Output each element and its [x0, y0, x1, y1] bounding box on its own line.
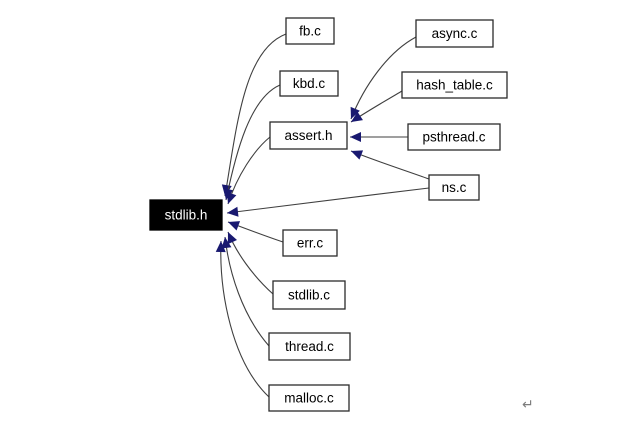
edge-assert-h-to-stdlib-h [227, 136, 271, 205]
arrowhead-icon-async-c-to-assert-h [350, 106, 360, 119]
arrowhead-icon-malloc-c-to-stdlib-h [215, 241, 226, 253]
node-label-async-c: async.c [432, 26, 478, 41]
node-box-hash_table-c[interactable] [401, 71, 508, 99]
node-label-psthread-c: psthread.c [422, 130, 485, 145]
node-async-c[interactable]: async.c [415, 19, 494, 48]
node-label-ns-c: ns.c [442, 180, 467, 195]
edge-ns-c-to-stdlib-h [226, 187, 430, 214]
node-fb-c[interactable]: fb.c [285, 17, 335, 45]
node-label-assert-h: assert.h [284, 128, 332, 143]
node-assert-h[interactable]: assert.h [269, 121, 348, 150]
node-stdlib-c[interactable]: stdlib.c [272, 280, 346, 310]
node-box-malloc-c[interactable] [268, 384, 350, 412]
arrowhead-icon-assert-h-to-stdlib-h [226, 191, 237, 204]
node-box-kbd-c[interactable] [279, 70, 339, 97]
node-thread-c[interactable]: thread.c [268, 332, 351, 361]
node-box-ns-c[interactable] [428, 174, 480, 201]
return-mark-glyph: ↵ [522, 397, 534, 413]
node-label-hash_table-c: hash_table.c [416, 78, 493, 93]
node-box-err-c[interactable] [282, 229, 338, 257]
node-kbd-c[interactable]: kbd.c [279, 70, 339, 97]
node-label-err-c: err.c [297, 236, 324, 251]
arrowhead-icon-thread-c-to-stdlib-h [221, 237, 232, 249]
node-malloc-c[interactable]: malloc.c [268, 384, 350, 412]
arrowhead-icon-psthread-c-to-assert-h [350, 132, 361, 142]
node-label-malloc-c: malloc.c [284, 391, 334, 406]
edge-ns-c-to-assert-h [350, 150, 430, 180]
edge-stdlib-c-to-stdlib-h [227, 231, 274, 295]
node-box-psthread-c[interactable] [407, 123, 501, 151]
node-label-kbd-c: kbd.c [293, 76, 326, 91]
node-err-c[interactable]: err.c [282, 229, 338, 257]
arrowhead-icon-ns-c-to-stdlib-h [227, 206, 239, 217]
node-box-stdlib-c[interactable] [272, 280, 346, 310]
node-ns-c[interactable]: ns.c [428, 174, 480, 201]
node-box-fb-c[interactable] [285, 17, 335, 45]
node-box-stdlib-h [149, 199, 223, 231]
node-hash_table-c[interactable]: hash_table.c [401, 71, 508, 99]
node-box-assert-h[interactable] [269, 121, 348, 150]
node-label-fb-c: fb.c [299, 24, 321, 39]
node-label-thread-c: thread.c [285, 339, 334, 354]
node-box-async-c[interactable] [415, 19, 494, 48]
edge-fb-c-to-stdlib-h [224, 33, 287, 197]
edge-kbd-c-to-stdlib-h [225, 84, 281, 201]
arrowhead-icon-hash_table-c-to-assert-h [351, 111, 363, 122]
edge-thread-c-to-stdlib-h [224, 236, 270, 347]
arrowhead-icon-ns-c-to-assert-h [351, 150, 364, 160]
edge-malloc-c-to-stdlib-h [220, 240, 270, 398]
arrowhead-icon-stdlib-c-to-stdlib-h [227, 232, 238, 245]
node-label-stdlib-c: stdlib.c [288, 288, 330, 303]
arrowhead-icon-err-c-to-stdlib-h [228, 221, 241, 231]
node-stdlib-h: stdlib.h [149, 199, 223, 231]
node-label-stdlib-h: stdlib.h [165, 208, 208, 223]
node-box-thread-c[interactable] [268, 332, 351, 361]
edge-async-c-to-assert-h [350, 36, 417, 120]
node-psthread-c[interactable]: psthread.c [407, 123, 501, 151]
